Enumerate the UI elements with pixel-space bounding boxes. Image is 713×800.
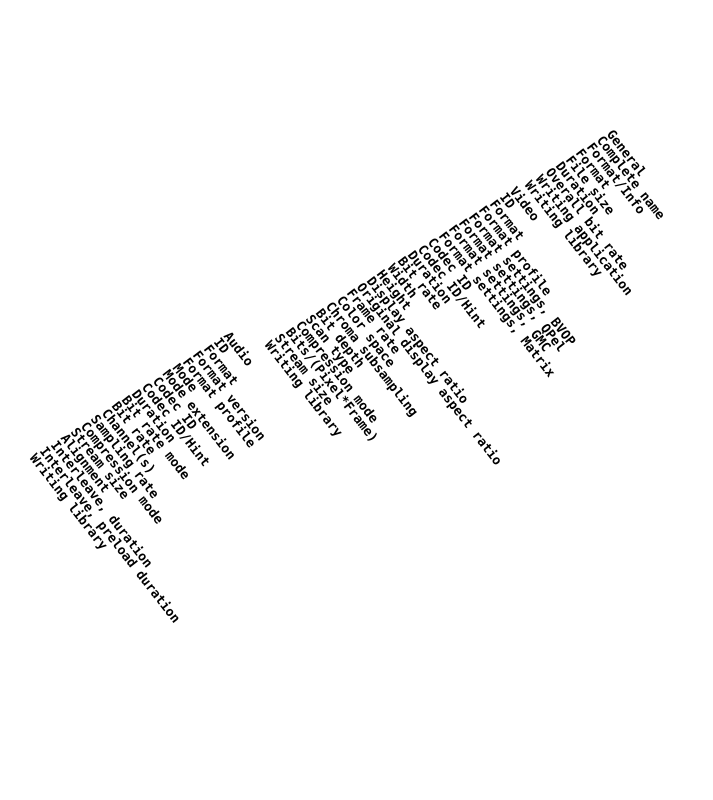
rotated-media-info-document: GeneralComplete nameFormat/InfoFormatFil… (26, 127, 667, 626)
